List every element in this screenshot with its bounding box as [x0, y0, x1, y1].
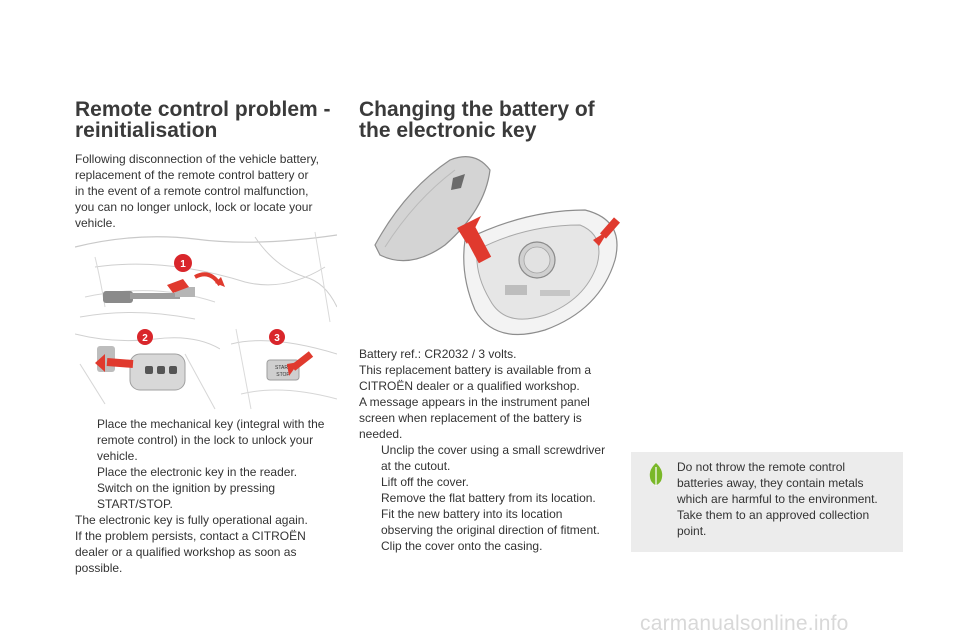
left-title: Remote control problem - reinitialisatio…: [75, 99, 345, 141]
outro-line: If the problem persists, contact a CITRO…: [75, 529, 306, 543]
left-title-line1: Remote control problem -: [75, 98, 331, 121]
environment-note: Do not throw the remote control batterie…: [631, 452, 903, 552]
start-stop-illustration: START STOP 3: [231, 324, 337, 412]
left-title-line2: reinitialisation: [75, 119, 218, 142]
bullet-line: remote control) in the lock to unlock yo…: [97, 433, 314, 447]
outro-line: possible.: [75, 561, 123, 575]
list-item: Fit the new battery into its location ob…: [359, 506, 629, 538]
battery-info: Battery ref.: CR2032 / 3 volts. This rep…: [359, 346, 629, 442]
outro-line: dealer or a qualified workshop as soon a…: [75, 545, 297, 559]
middle-title-line2: the electronic key: [359, 119, 537, 142]
list-item: Lift off the cover.: [359, 474, 629, 490]
info-line: screen when replacement of the battery i…: [359, 411, 582, 425]
info-line: A message appears in the instrument pane…: [359, 395, 590, 409]
list-item: Clip the cover onto the casing.: [359, 538, 629, 554]
middle-title-line1: Changing the battery of: [359, 98, 595, 121]
bullet-line: Fit the new battery into its location: [381, 507, 563, 521]
stop-label: STOP: [276, 372, 290, 378]
outro-line: The electronic key is fully operational …: [75, 513, 308, 527]
door-lock-illustration: 1: [75, 227, 337, 325]
middle-bullet-list: Unclip the cover using a small screwdriv…: [359, 442, 629, 554]
intro-line: Following disconnection of the vehicle b…: [75, 152, 319, 166]
middle-column: Changing the battery of the electronic k…: [359, 99, 629, 141]
list-item: Switch on the ignition by pressing START…: [75, 480, 345, 512]
bullet-line: Switch on the ignition by pressing: [97, 481, 276, 495]
intro-line: in the event of a remote control malfunc…: [75, 184, 309, 198]
list-item: Place the mechanical key (integral with …: [75, 416, 345, 464]
bullet-line: Remove the flat battery from its locatio…: [381, 491, 596, 505]
electronic-key-battery-illustration: [365, 150, 630, 345]
list-item: Remove the flat battery from its locatio…: [359, 490, 629, 506]
note-line: which are harmful to the environment.: [677, 492, 878, 506]
left-outro: The electronic key is fully operational …: [75, 512, 345, 576]
info-line: Battery ref.: CR2032 / 3 volts.: [359, 347, 517, 361]
left-column: Remote control problem - reinitialisatio…: [75, 99, 345, 231]
badge-3: 3: [274, 333, 280, 344]
note-line: batteries away, they contain metals: [677, 476, 864, 490]
badge-1: 1: [180, 259, 186, 270]
info-line: This replacement battery is available fr…: [359, 363, 592, 377]
list-item: Place the electronic key in the reader.: [75, 464, 345, 480]
intro-line: replacement of the remote control batter…: [75, 168, 309, 182]
info-line: needed.: [359, 427, 403, 441]
note-text: Do not throw the remote control batterie…: [677, 459, 891, 539]
middle-title: Changing the battery of the electronic k…: [359, 99, 629, 141]
bullet-line: at the cutout.: [381, 459, 451, 473]
bullet-line: Clip the cover onto the casing.: [381, 539, 543, 553]
left-bullet-list: Place the mechanical key (integral with …: [75, 416, 345, 512]
bullet-line: Unclip the cover using a small screwdriv…: [381, 443, 606, 457]
note-line: Do not throw the remote control: [677, 460, 846, 474]
bullet-line: vehicle.: [97, 449, 138, 463]
note-line: point.: [677, 524, 707, 538]
bullet-line: Lift off the cover.: [381, 475, 469, 489]
leaf-icon: [649, 463, 663, 486]
left-intro: Following disconnection of the vehicle b…: [75, 151, 345, 231]
bullet-line: observing the original direction of fitm…: [381, 523, 600, 537]
key-reader-illustration: 2: [75, 324, 220, 412]
note-line: Take them to an approved collection: [677, 508, 870, 522]
info-line: CITROËN dealer or a qualified workshop.: [359, 379, 580, 393]
middle-instructions: Battery ref.: CR2032 / 3 volts. This rep…: [359, 346, 629, 554]
bullet-line: START/STOP.: [97, 497, 173, 511]
bullet-line: Place the mechanical key (integral with …: [97, 417, 325, 431]
left-instructions: Place the mechanical key (integral with …: [75, 416, 345, 576]
intro-line: you can no longer unlock, lock or locate…: [75, 200, 313, 214]
list-item: Unclip the cover using a small screwdriv…: [359, 442, 629, 474]
intro-line: vehicle.: [75, 216, 116, 230]
watermark: carmanualsonline.info: [640, 612, 849, 635]
bullet-line: Place the electronic key in the reader.: [97, 465, 298, 479]
start-label: START: [275, 365, 291, 371]
badge-2: 2: [142, 333, 148, 344]
